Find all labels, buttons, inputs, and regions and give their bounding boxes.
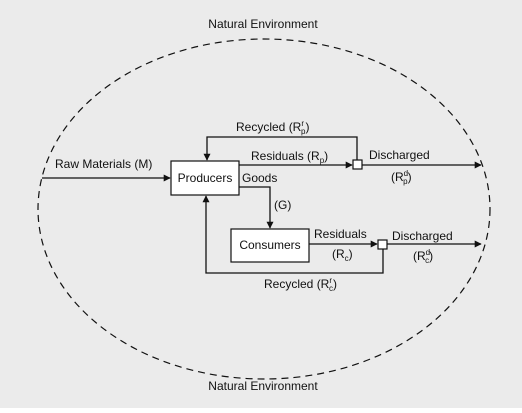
consumer-discharged-label: Discharged xyxy=(392,229,453,243)
raw-materials-label: Raw Materials (M) xyxy=(55,157,152,171)
goods-arrow xyxy=(239,186,274,229)
consumers-box xyxy=(230,228,310,263)
producer-split-node xyxy=(352,159,363,170)
consumers-label: Consumers xyxy=(239,238,300,252)
producers-box xyxy=(170,160,240,196)
natural-environment-boundary xyxy=(37,38,491,380)
environment-top-label: Natural Environment xyxy=(208,17,318,31)
producers-label: Producers xyxy=(178,171,233,185)
goods-symbol: (G) xyxy=(274,198,291,212)
consumer-residuals-label: Residuals xyxy=(314,227,367,241)
producer-recycled-loop xyxy=(203,136,358,161)
consumer-split-node xyxy=(377,239,388,250)
consumer-recycled-loop xyxy=(202,195,384,274)
consumer-residuals-symbol: (Rc) xyxy=(332,247,353,263)
producer-discharged-label: Discharged xyxy=(369,148,430,162)
goods-label: Goods xyxy=(242,171,277,185)
environment-bottom-label: Natural Environment xyxy=(208,379,318,393)
producer-residuals-label: Residuals (Rp) xyxy=(251,149,328,165)
